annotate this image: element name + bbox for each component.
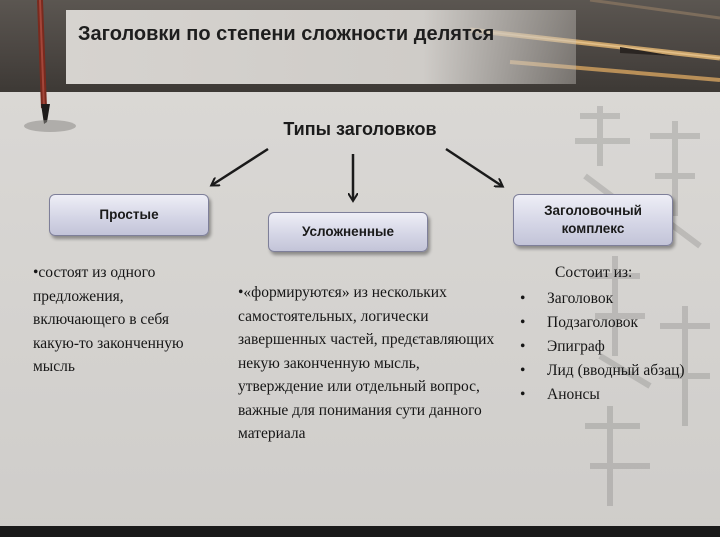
list-item-text: Анонсы [547, 386, 600, 403]
list-item: • Заголовок [518, 287, 688, 311]
list-item: • Эпиграф [518, 335, 688, 359]
box-simple-label: Простые [99, 207, 159, 222]
box-complex-label: Усложненные [301, 224, 395, 239]
list-item: • Анонсы [518, 383, 688, 407]
box-complex-set-line1: Заголовочный [544, 203, 642, 218]
list-item-text: Лид (вводный абзац) [547, 362, 685, 379]
bullet: • [520, 290, 526, 307]
simple-description: •состоят из одного предложения, включающ… [33, 264, 184, 375]
list-item: • Лид (вводный абзац) [518, 359, 688, 383]
list-item-text: Подзаголовок [547, 314, 639, 331]
bullet: • [520, 338, 526, 355]
list-item-text: Заголовок [547, 290, 614, 307]
bottom-strip [0, 526, 720, 537]
bullet: • [520, 386, 526, 403]
calligraphy-watermark-icon [575, 106, 710, 506]
complex-set-intro: Состоит из: [555, 264, 633, 281]
box-simple: Простые [49, 194, 209, 236]
title-panel [66, 10, 576, 84]
box-complex-set: Заголовочный комплекс [513, 194, 673, 246]
arrow-icon [445, 147, 502, 186]
page-title: Заголовки по степени сложности делятся [78, 23, 495, 45]
box-complex-set-line2: комплекс [561, 221, 625, 236]
list-item: • Подзаголовок [518, 311, 688, 335]
box-complex-set-label: Заголовочный комплекс [544, 202, 642, 238]
arrow-icon [212, 147, 269, 185]
bullet: • [520, 362, 526, 379]
list-item-text: Эпиграф [547, 338, 605, 355]
complex-set-list: • Заголовок • Подзаголовок • Эпиграф • Лид (… [518, 287, 688, 407]
calligraphy-brush-icon [24, 0, 76, 132]
types-title: Типы заголовков [283, 119, 437, 139]
complex-description: •«формируютєя» из нескольких самостоятел… [238, 284, 495, 442]
bullet: • [520, 314, 526, 331]
box-complex: Усложненные [268, 212, 428, 252]
